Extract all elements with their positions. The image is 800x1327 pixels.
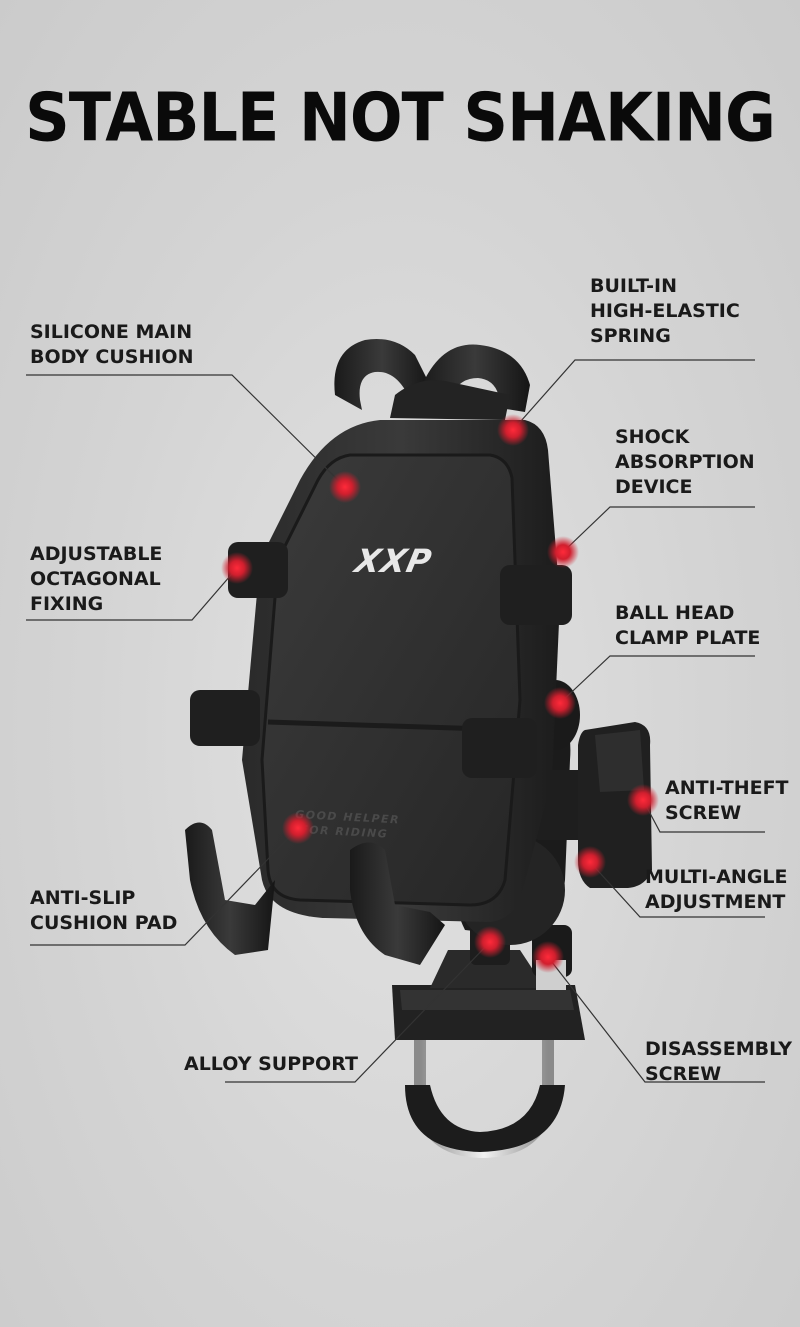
callout-line: BALL HEAD (615, 602, 735, 624)
leader-ballhead (559, 655, 755, 704)
hotspot-octagonal (221, 552, 253, 584)
callout-anti-theft-screw: ANTI-THEFT SCREW (665, 776, 789, 826)
callout-built-in-high-elastic-spring: BUILT-IN HIGH-ELASTIC SPRING (590, 274, 740, 349)
callout-line: SCREW (665, 802, 742, 824)
hotspot-shock (547, 536, 579, 568)
hotspot-antitheft (627, 784, 659, 816)
callout-line: DISASSEMBLY (645, 1038, 793, 1060)
hotspot-spring (497, 414, 529, 446)
leader-alloy (225, 941, 491, 1083)
hotspot-alloy (474, 926, 506, 958)
callout-multi-angle-adjustment: MULTI-ANGLE ADJUSTMENT (645, 865, 788, 915)
top-grip-arms (334, 339, 530, 420)
emboss-line-2: FOR RIDING (300, 823, 389, 841)
callout-silicone-main-body-cushion: SILICONE MAIN BODY CUSHION (30, 320, 193, 370)
callout-line: ABSORPTION (615, 451, 755, 473)
callout-line: OCTAGONAL (30, 568, 161, 590)
callout-line: FIXING (30, 593, 104, 615)
callout-disassembly-screw: DISASSEMBLY SCREW (645, 1037, 792, 1087)
leader-shock (562, 506, 755, 553)
callout-line: SPRING (590, 325, 671, 347)
leader-disassembly (547, 956, 765, 1083)
callout-line: SCREW (645, 1063, 722, 1085)
hotspot-silicone (329, 471, 361, 503)
brand-logo: XXP (350, 542, 436, 580)
callout-shock-absorption-device: SHOCK ABSORPTION DEVICE (615, 425, 755, 500)
page-title: STABLE NOT SHAKING (25, 78, 776, 157)
leader-silicone (26, 374, 346, 488)
leader-antislip (30, 827, 299, 946)
callout-line: ADJUSTABLE (30, 543, 163, 565)
callout-line: CUSHION PAD (30, 912, 178, 934)
callout-alloy-support: ALLOY SUPPORT (184, 1052, 358, 1077)
callout-ball-head-clamp-plate: BALL HEAD CLAMP PLATE (615, 601, 760, 651)
leader-octagonal (26, 567, 238, 621)
callout-adjustable-octagonal-fixing: ADJUSTABLE OCTAGONAL FIXING (30, 542, 162, 617)
callout-line: BUILT-IN (590, 275, 677, 297)
callout-line: SHOCK (615, 426, 690, 448)
callout-line: ALLOY SUPPORT (184, 1053, 358, 1075)
handlebar-clamp (392, 950, 585, 1159)
hotspot-ballhead (544, 687, 576, 719)
callout-line: SILICONE MAIN (30, 321, 193, 343)
callout-anti-slip-cushion-pad: ANTI-SLIP CUSHION PAD (30, 886, 177, 936)
callout-line: CLAMP PLATE (615, 627, 761, 649)
callout-line: BODY CUSHION (30, 346, 194, 368)
emboss-line-1: GOOD HELPER (295, 808, 401, 826)
callout-line: HIGH-ELASTIC (590, 300, 740, 322)
callout-leader-lines (26, 359, 765, 1083)
hotspot-disassembly (532, 941, 564, 973)
leader-spring (512, 359, 755, 431)
callout-line: ANTI-THEFT (665, 777, 789, 799)
callout-line: ANTI-SLIP (30, 887, 136, 909)
callout-line: MULTI-ANGLE (645, 866, 788, 888)
callout-line: DEVICE (615, 476, 693, 498)
leader-multiangle (589, 861, 765, 918)
hotspot-multiangle (574, 846, 606, 878)
hotspot-antislip (282, 812, 314, 844)
side-grips (190, 542, 572, 778)
callout-line: ADJUSTMENT (645, 891, 786, 913)
hotspot-dots (221, 414, 659, 973)
